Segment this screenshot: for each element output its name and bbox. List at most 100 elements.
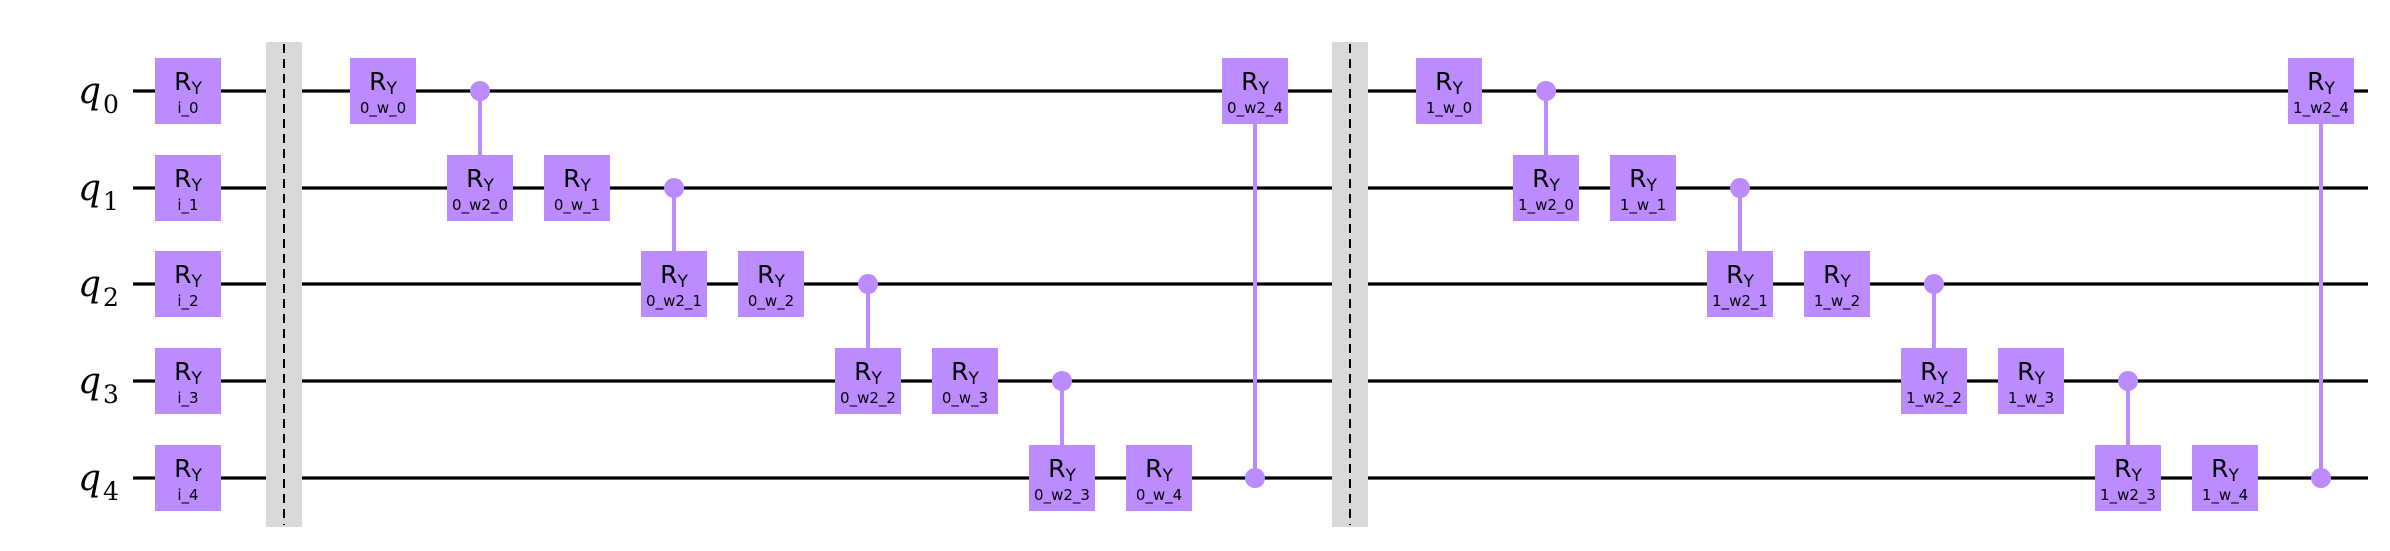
ry-gate-label-name: R bbox=[1532, 164, 1549, 193]
ry-gate-label-sub: Y bbox=[2033, 369, 2045, 389]
ry-gate-label-name: R bbox=[757, 260, 774, 289]
ry-gate-label-sub: Y bbox=[2130, 466, 2142, 486]
ry-gate: RY0_w_1 bbox=[544, 155, 610, 221]
ry-gate-param: 0_w2_1 bbox=[646, 292, 702, 311]
ry-gate-label: RY bbox=[1241, 67, 1269, 99]
ry-gate-label-sub: Y bbox=[190, 176, 202, 196]
ry-gate-box bbox=[155, 155, 221, 221]
qubit-label-index: 1 bbox=[103, 187, 119, 216]
qubit-label-name: q bbox=[78, 361, 101, 402]
ry-gate-label-name: R bbox=[174, 260, 191, 289]
ry-gate-label-name: R bbox=[2307, 67, 2324, 96]
ry-gate-box bbox=[1901, 348, 1967, 414]
wires-layer bbox=[133, 89, 2368, 480]
ry-gate: RYi_0 bbox=[155, 58, 221, 124]
ry-gate-param: 1_w2_1 bbox=[1712, 292, 1768, 311]
ry-gate-label: RY bbox=[174, 357, 202, 389]
control-dot bbox=[470, 81, 490, 101]
ry-gate-label: RY bbox=[1145, 454, 1173, 486]
ry-gate-label: RY bbox=[369, 67, 397, 99]
ry-gate: RY0_w2_1 bbox=[641, 251, 707, 317]
ry-gate: RY1_w2_4 bbox=[2288, 58, 2354, 124]
ry-gate-param: 0_w2_0 bbox=[452, 196, 508, 215]
ry-gate-label-name: R bbox=[1920, 357, 1937, 386]
qubit-label-name: q bbox=[78, 168, 101, 209]
ry-gate-label-sub: Y bbox=[190, 79, 202, 99]
qubit-label-name: q bbox=[78, 264, 101, 305]
ry-gate-label-sub: Y bbox=[1839, 272, 1851, 292]
ry-gate-label-name: R bbox=[563, 164, 580, 193]
ry-gate-param: i_3 bbox=[177, 389, 198, 408]
ry-gate-param: 0_w_3 bbox=[942, 389, 988, 408]
ry-gate: RY0_w2_2 bbox=[835, 348, 901, 414]
ry-gate-param: 1_w_2 bbox=[1814, 292, 1860, 311]
ry-gate-label-name: R bbox=[174, 67, 191, 96]
ry-gate: RY1_w_2 bbox=[1804, 251, 1870, 317]
qubit-label-index: 4 bbox=[103, 477, 119, 506]
ry-gate-label-name: R bbox=[951, 357, 968, 386]
ry-gate-param: 1_w2_0 bbox=[1518, 196, 1574, 215]
ry-gate-label: RY bbox=[1435, 67, 1463, 99]
qubit-label: q3 bbox=[78, 361, 119, 409]
ry-gate-label-name: R bbox=[660, 260, 677, 289]
ry-gate: RY0_w_0 bbox=[350, 58, 416, 124]
ry-gate-param: 0_w_4 bbox=[1136, 486, 1182, 505]
ry-gate-box bbox=[447, 155, 513, 221]
ry-gate-label-name: R bbox=[1145, 454, 1162, 483]
ry-gate-param: i_0 bbox=[177, 99, 198, 118]
ry-gate: RY1_w_3 bbox=[1998, 348, 2064, 414]
ry-gate: RY0_w2_4 bbox=[1222, 58, 1288, 124]
ry-gate-param: 1_w2_2 bbox=[1906, 389, 1962, 408]
ry-gate-label-sub: Y bbox=[1936, 369, 1948, 389]
ry-gate-label-sub: Y bbox=[773, 272, 785, 292]
ry-gate-label: RY bbox=[757, 260, 785, 292]
ry-gate-box bbox=[544, 155, 610, 221]
ry-gate-param: 0_w2_3 bbox=[1034, 486, 1090, 505]
ry-gate-box bbox=[641, 251, 707, 317]
ry-gate: RY1_w2_0 bbox=[1513, 155, 1579, 221]
ry-gate-label-name: R bbox=[466, 164, 483, 193]
ry-gate-box bbox=[1126, 445, 1192, 511]
control-dot bbox=[664, 178, 684, 198]
ry-gate-label-name: R bbox=[1726, 260, 1743, 289]
ry-gate-param: 1_w_4 bbox=[2202, 486, 2248, 505]
ry-gate: RY1_w2_2 bbox=[1901, 348, 1967, 414]
ry-gate-label: RY bbox=[2307, 67, 2335, 99]
ry-gate-label: RY bbox=[1823, 260, 1851, 292]
ry-gate-param: 1_w_1 bbox=[1620, 196, 1666, 215]
ry-gate-param: 1_w2_3 bbox=[2100, 486, 2156, 505]
control-links-layer bbox=[470, 81, 2331, 488]
ry-gate-label: RY bbox=[174, 164, 202, 196]
ry-gate-label-sub: Y bbox=[1548, 176, 1560, 196]
ry-gate-label: RY bbox=[1920, 357, 1948, 389]
ry-gate-label: RY bbox=[660, 260, 688, 292]
ry-gate-box bbox=[1222, 58, 1288, 124]
ry-gate-label-sub: Y bbox=[190, 466, 202, 486]
ry-gate-label: RY bbox=[854, 357, 882, 389]
ry-gate-box bbox=[155, 58, 221, 124]
ry-gate: RY0_w_3 bbox=[932, 348, 998, 414]
ry-gate-label-sub: Y bbox=[1064, 466, 1076, 486]
ry-gate-label-name: R bbox=[1241, 67, 1258, 96]
ry-gate-box bbox=[155, 251, 221, 317]
gates-layer: RYi_0RYi_1RYi_2RYi_3RYi_4RY0_w_0RY0_w2_0… bbox=[155, 58, 2354, 511]
ry-gate-label: RY bbox=[466, 164, 494, 196]
ry-gate: RY1_w_0 bbox=[1416, 58, 1482, 124]
ry-gate-label-sub: Y bbox=[1645, 176, 1657, 196]
ry-gate-box bbox=[1029, 445, 1095, 511]
control-dot bbox=[1730, 178, 1750, 198]
ry-gate-box bbox=[2192, 445, 2258, 511]
ry-gate-param: i_4 bbox=[177, 486, 198, 505]
ry-gate-label-name: R bbox=[2017, 357, 2034, 386]
ry-gate-label-name: R bbox=[174, 357, 191, 386]
ry-gate-label-sub: Y bbox=[1742, 272, 1754, 292]
ry-gate-label: RY bbox=[2017, 357, 2045, 389]
ry-gate-label-sub: Y bbox=[579, 176, 591, 196]
ry-gate-label-sub: Y bbox=[190, 369, 202, 389]
ry-gate-box bbox=[1513, 155, 1579, 221]
ry-gate: RYi_4 bbox=[155, 445, 221, 511]
control-dot bbox=[858, 274, 878, 294]
ry-gate: RY0_w2_0 bbox=[447, 155, 513, 221]
ry-gate-label-sub: Y bbox=[190, 272, 202, 292]
qubit-label-name: q bbox=[78, 71, 101, 112]
